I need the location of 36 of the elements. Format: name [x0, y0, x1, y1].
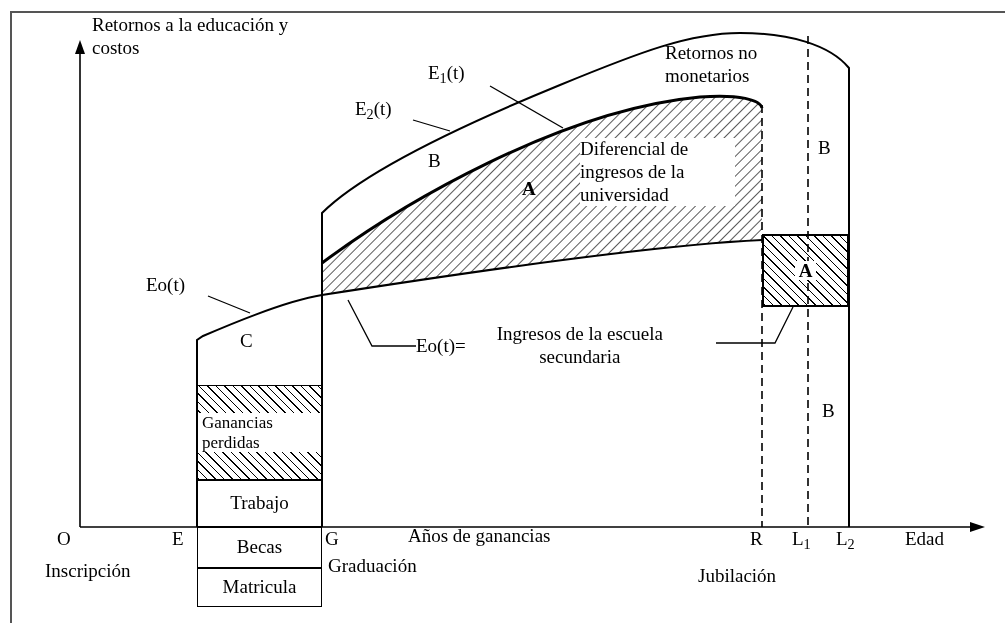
chart-label: G — [325, 528, 339, 551]
leader-line — [715, 306, 794, 344]
chart-label: Graduación — [328, 555, 417, 578]
chart-label: B — [428, 150, 441, 173]
hatched-box — [197, 385, 322, 480]
hatched-area — [762, 234, 849, 307]
chart-label: Edad — [905, 528, 945, 551]
leader-line — [347, 299, 417, 347]
chart-label: R — [750, 528, 763, 551]
leader-line — [412, 119, 451, 132]
chart-label: Retornos no monetarios — [665, 42, 759, 88]
chart-label: C — [240, 330, 253, 353]
chart-label: Jubilación — [698, 565, 777, 588]
cost-box: Trabajo — [197, 480, 322, 527]
chart-label: Inscripción — [45, 560, 131, 583]
chart-label: Años de ganancias — [408, 525, 551, 548]
curve-label: E$_{1}$(t) — [428, 62, 490, 88]
curve-description: Ingresos de la escuela secundaria — [495, 323, 664, 369]
chart-label: L$_{2}$ — [836, 528, 855, 551]
chart-label: E — [172, 528, 184, 551]
leader-line — [207, 295, 251, 314]
cost-box: Matricula — [197, 568, 322, 607]
area-label: A — [794, 261, 817, 280]
equation-label: Eo(t)= — [416, 334, 466, 358]
chart-label: B — [818, 137, 831, 160]
curve-label: Eo(t) — [146, 274, 208, 300]
chart-label: L$_{1}$ — [792, 528, 811, 551]
box-text: Ganancias perdidas — [198, 412, 321, 453]
curve-label: E$_{2}$(t) — [355, 98, 413, 124]
chart-label: O — [57, 528, 71, 551]
chart-label: B — [822, 400, 835, 423]
chart-label: A — [522, 178, 536, 201]
leader-line — [489, 85, 564, 129]
cost-box: Becas — [197, 527, 322, 568]
chart-label: Diferencial de ingresos de la universidad — [580, 138, 735, 207]
chart-label: Retornos a la educación y costos — [92, 14, 290, 60]
